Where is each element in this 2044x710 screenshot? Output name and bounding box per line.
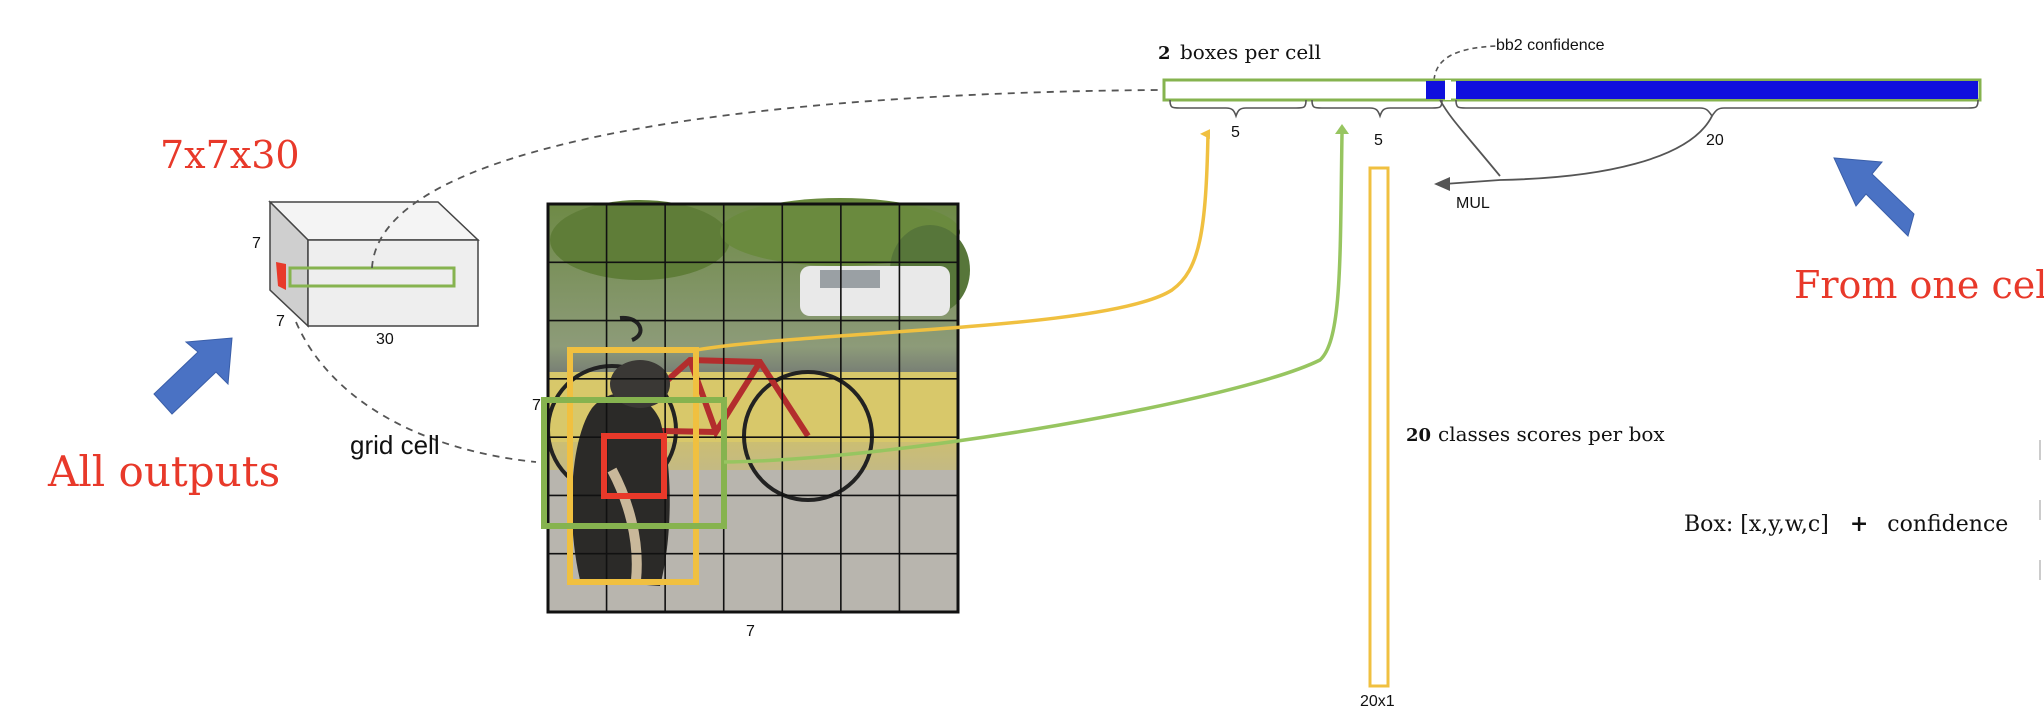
grid-cell-label: grid cell xyxy=(350,430,440,460)
tensor-depth-label: 30 xyxy=(376,331,394,348)
class-count: 20 xyxy=(1406,425,1431,446)
box-format-plus: + xyxy=(1850,511,1868,537)
boxes-per-cell-label: boxes per cell xyxy=(1180,40,1321,64)
bb2-confidence-label: bb2 confidence xyxy=(1496,37,1605,54)
class-size-label: 20 xyxy=(1706,132,1724,149)
mul-arrow-head-icon xyxy=(1434,177,1450,191)
class-scores-column xyxy=(1368,166,1390,688)
tensor-shape-heading: 7x7x30 xyxy=(160,133,300,177)
grid-rows-label: 7 xyxy=(532,397,541,414)
all-outputs-arrow-icon xyxy=(153,337,233,415)
box-format-label: Box: [x,y,w,c] + confidence xyxy=(1684,511,2008,537)
bb2-confidence-pointer xyxy=(1433,45,1497,81)
green-arrow-head-icon xyxy=(1335,124,1349,134)
class-scores-segment xyxy=(1456,81,1978,99)
tensor-to-grid-connector xyxy=(295,321,537,463)
yellow-box-connector xyxy=(695,129,1211,352)
output-tensor xyxy=(268,200,480,328)
tensor-height-label: 7 xyxy=(252,235,261,252)
responsible-grid-cell xyxy=(601,433,667,499)
mul-connector xyxy=(1439,99,1713,185)
tensor-to-vector-connector xyxy=(371,89,1163,269)
tensor-width-label: 7 xyxy=(276,313,285,330)
image-frame xyxy=(546,202,960,614)
prediction-vector xyxy=(1162,78,1982,102)
grid-cols-label: 7 xyxy=(746,623,755,640)
green-bounding-box xyxy=(541,397,727,529)
box-format-suffix: confidence xyxy=(1887,512,2008,537)
box2-brace xyxy=(1311,99,1443,119)
all-outputs-heading: All outputs xyxy=(47,447,280,496)
from-one-cell-arrow-icon xyxy=(1833,157,1915,237)
class-scores-label: classes scores per box xyxy=(1438,422,1665,446)
class-column-size-label: 20x1 xyxy=(1360,693,1395,710)
bb2-confidence-cell xyxy=(1426,81,1448,99)
mul-label: MUL xyxy=(1456,195,1490,212)
box1-size-label: 5 xyxy=(1231,124,1240,141)
box1-brace xyxy=(1169,99,1307,119)
from-one-cell-heading: From one cell xyxy=(1794,263,2044,307)
box-format-prefix: Box: [x,y,w,c] xyxy=(1684,512,1829,537)
box2-size-label: 5 xyxy=(1374,132,1383,149)
green-box-connector xyxy=(723,133,1344,464)
input-image xyxy=(546,198,970,612)
boxes-per-cell-count: 2 xyxy=(1158,43,1171,64)
class-brace xyxy=(1455,99,1979,118)
yellow-bounding-box xyxy=(567,347,699,585)
